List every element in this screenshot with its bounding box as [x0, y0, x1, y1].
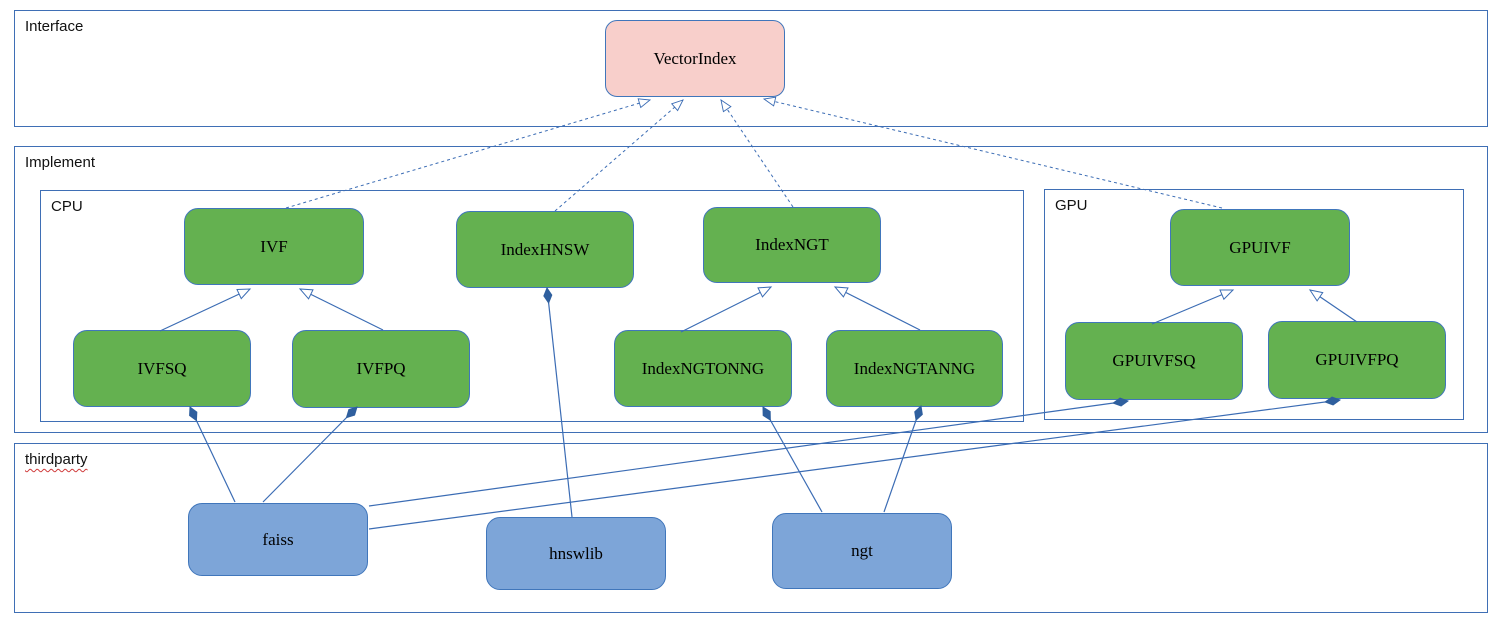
node-hnswlib[interactable]: hnswlib: [486, 517, 666, 590]
edge-generalization-ivfpq-ivf[interactable]: [298, 288, 384, 331]
edge-generalization-ivfsq-ivf[interactable]: [159, 288, 252, 332]
edge-composition-gpuivfsq-faiss[interactable]: [368, 401, 1128, 507]
edge-composition-gpuivfpq-faiss[interactable]: [368, 400, 1340, 530]
section-thirdparty[interactable]: thirdparty: [14, 443, 1488, 613]
node-ivf[interactable]: IVF: [184, 208, 364, 285]
edge-realization-indexngt-vectorindex[interactable]: [720, 99, 794, 208]
edge-composition-indexngtanng-ngt[interactable]: [883, 406, 921, 513]
section-interface[interactable]: Interface: [14, 10, 1488, 127]
node-ivfpq[interactable]: IVFPQ: [292, 330, 470, 408]
edge-generalization-gpuivfsq-gpuivf[interactable]: [1151, 289, 1235, 325]
node-indexhnsw[interactable]: IndexHNSW: [456, 211, 634, 288]
section-cpu-label: CPU: [51, 198, 83, 215]
node-indexngt[interactable]: IndexNGT: [703, 207, 881, 283]
edge-realization-gpuivf-vectorindex[interactable]: [762, 96, 1223, 209]
edge-generalization-gpuivfpq-gpuivf[interactable]: [1308, 289, 1358, 323]
node-gpuivf[interactable]: GPUIVF: [1170, 209, 1350, 286]
section-interface-label: Interface: [25, 18, 84, 35]
section-gpu-label: GPU: [1055, 197, 1088, 214]
node-gpuivfsq[interactable]: GPUIVFSQ: [1065, 322, 1243, 400]
edge-composition-ivfpq-faiss[interactable]: [262, 407, 357, 503]
node-vectorindex[interactable]: VectorIndex: [605, 20, 785, 97]
node-gpuivfpq[interactable]: GPUIVFPQ: [1268, 321, 1446, 399]
edge-realization-ivf-vectorindex[interactable]: [285, 98, 652, 209]
edge-generalization-indexngtonng-indexngt[interactable]: [680, 286, 773, 333]
edge-composition-ivfsq-faiss[interactable]: [190, 407, 236, 503]
node-faiss[interactable]: faiss: [188, 503, 368, 576]
section-implement[interactable]: Implement: [14, 146, 1488, 433]
edge-generalization-indexngtanng-indexngt[interactable]: [833, 286, 921, 331]
node-ngt[interactable]: ngt: [772, 513, 952, 589]
section-gpu[interactable]: GPU: [1044, 189, 1464, 420]
edge-realization-indexhnsw-vectorindex[interactable]: [554, 99, 684, 212]
section-implement-label: Implement: [25, 154, 96, 171]
section-cpu[interactable]: CPU: [40, 190, 1024, 422]
section-thirdparty-label: thirdparty: [25, 451, 88, 468]
node-indexngtanng[interactable]: IndexNGTANNG: [826, 330, 1003, 407]
edge-composition-indexhnsw-hnswlib[interactable]: [547, 288, 573, 518]
node-indexngtonng[interactable]: IndexNGTONNG: [614, 330, 792, 407]
edge-composition-indexngtonng-ngt[interactable]: [762, 407, 823, 513]
node-ivfsq[interactable]: IVFSQ: [73, 330, 251, 407]
